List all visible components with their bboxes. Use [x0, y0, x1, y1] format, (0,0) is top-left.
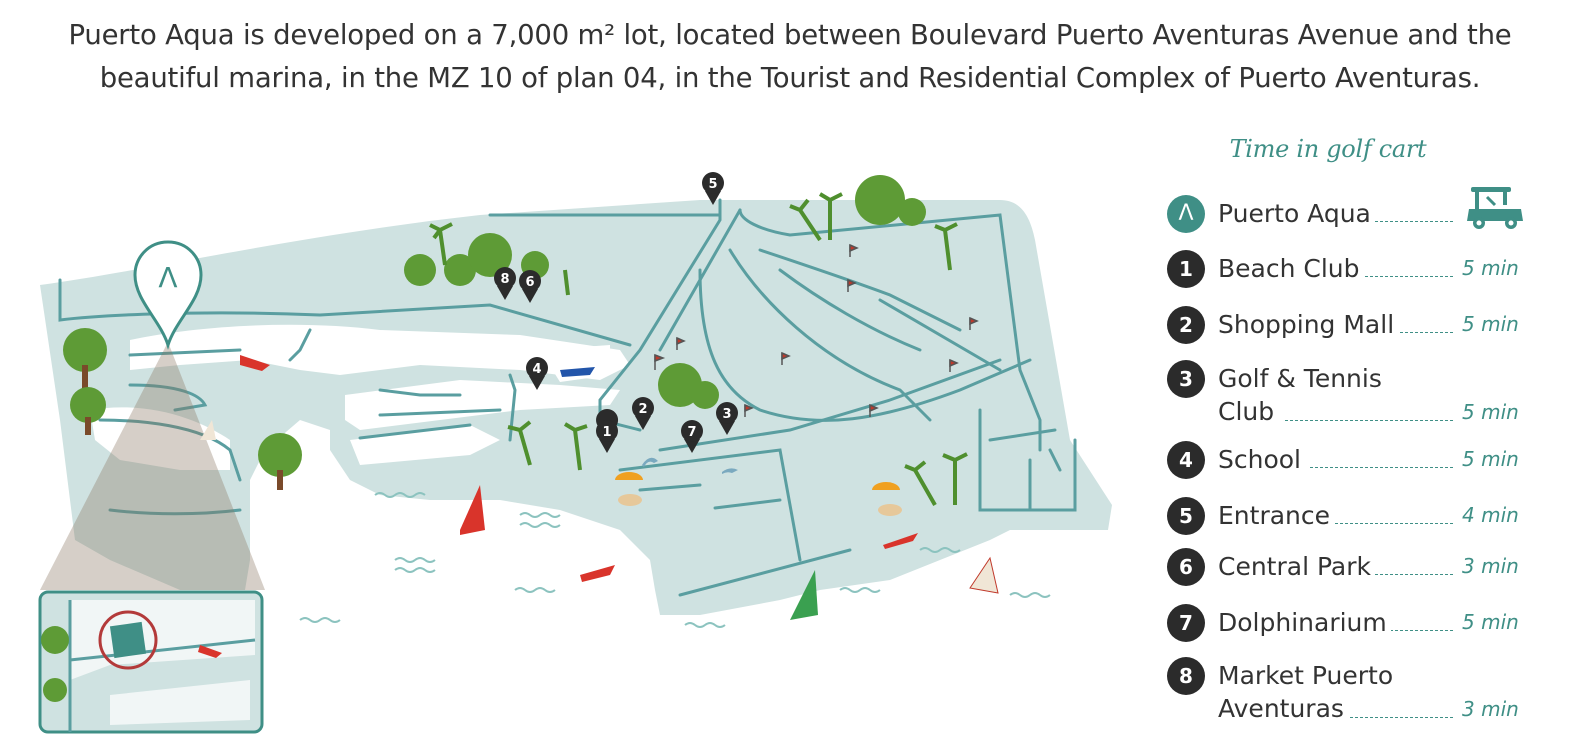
pin-label: 3	[722, 407, 731, 422]
location-cone	[40, 342, 265, 590]
tree-icon	[63, 175, 926, 490]
marina-channel	[540, 345, 610, 382]
legend-item-time: 3 min	[1462, 554, 1519, 578]
legend-item-label: Market Puerto	[1218, 659, 1398, 692]
boat-icon	[200, 355, 999, 620]
map-pin-1[interactable]: 1	[596, 409, 619, 453]
map-pin-4[interactable]: 4	[526, 357, 548, 390]
leader-dots	[1370, 574, 1453, 575]
legend-item-label-line2: Club	[1218, 395, 1279, 428]
marker-glyph: Λ	[158, 261, 177, 294]
dolphin-icon	[642, 457, 738, 474]
intro-text: Puerto Aqua is developed on a 7,000 m² l…	[40, 14, 1540, 100]
palm-tree-icon	[429, 192, 968, 506]
leader-dots	[1365, 221, 1453, 222]
leader-dots	[1325, 523, 1453, 524]
lot-square	[109, 621, 147, 659]
pin-label: 1	[602, 425, 611, 440]
intro-line-1: Puerto Aqua is developed on a 7,000 m² l…	[68, 19, 1512, 51]
pin-label: 2	[638, 402, 647, 417]
puerto-aqua-marker[interactable]: Λ	[133, 240, 203, 350]
number-badge: 7	[1167, 604, 1205, 642]
number-badge: 1	[1167, 250, 1205, 288]
marina-channel	[90, 407, 230, 470]
legend-item-label: Golf & Tennis	[1218, 362, 1386, 395]
number-badge: 3	[1167, 360, 1205, 398]
map-pin-5[interactable]: 5	[702, 172, 724, 205]
marina-channel	[345, 380, 620, 430]
map-pin-2[interactable]: 2	[632, 397, 654, 430]
golf-flag-icon	[654, 243, 979, 417]
intro-line-2: beautiful marina, in the MZ 10 of plan 0…	[99, 62, 1481, 94]
map-pins: 1 2 3 4 5 6 7 8	[494, 172, 738, 453]
legend-item-time: 5 min	[1462, 400, 1519, 424]
sea-waves	[299, 492, 1051, 628]
highlight-ring	[98, 610, 158, 670]
legend-item-label: School	[1218, 443, 1305, 476]
marina-channel	[130, 324, 630, 380]
number-badge: 2	[1167, 306, 1205, 344]
road-network	[58, 198, 1077, 597]
golf-cart-icon	[1467, 187, 1523, 229]
legend-item-time: 3 min	[1462, 697, 1519, 721]
map-pin-6[interactable]: 6	[519, 270, 541, 303]
inset-detail	[38, 590, 264, 734]
logo-icon: Λ	[1167, 195, 1205, 233]
pin-label: 8	[500, 272, 509, 287]
legend-item-label: Shopping Mall	[1218, 308, 1399, 341]
legend-item-time: 5 min	[1462, 256, 1519, 280]
leader-dots	[1310, 467, 1453, 468]
beach-umbrella-icon	[615, 472, 902, 516]
legend-panel: Time in golf cart Λ Puerto Aqua 1 Beach …	[1165, 135, 1535, 725]
map-pin-7[interactable]: 7	[681, 420, 703, 453]
pin-label: 5	[708, 177, 717, 192]
number-badge: 6	[1167, 548, 1205, 586]
marina-channel	[350, 425, 500, 465]
legend-item-label: Beach Club	[1218, 252, 1364, 285]
legend-item-time: 5 min	[1462, 312, 1519, 336]
legend-item-label: Entrance	[1218, 499, 1335, 532]
pin-label: 7	[687, 425, 696, 440]
leader-dots	[1355, 276, 1453, 277]
leader-dots	[1395, 332, 1453, 333]
legend-item-time: 5 min	[1462, 610, 1519, 634]
legend-item-label: Central Park	[1218, 550, 1376, 583]
legend-item-time: 5 min	[1462, 447, 1519, 471]
area-map: Λ	[38, 172, 1112, 734]
legend-item-label-line2: Aventuras	[1218, 692, 1348, 725]
number-badge: 8	[1167, 657, 1205, 695]
legend-item-label: Dolphinarium	[1218, 606, 1391, 639]
leader-dots	[1340, 717, 1453, 718]
legend-item-time: 4 min	[1462, 503, 1519, 527]
number-badge: 5	[1167, 497, 1205, 535]
map-pin-3[interactable]: 3	[716, 402, 738, 435]
pin-label: 4	[532, 362, 541, 377]
number-badge: 4	[1167, 441, 1205, 479]
land-area	[40, 200, 1112, 615]
leader-dots	[1380, 630, 1453, 631]
legend-title: Time in golf cart	[1229, 135, 1427, 163]
legend-item-label: Puerto Aqua	[1218, 197, 1375, 230]
pin-label: 6	[525, 275, 534, 290]
map-pin-8[interactable]: 8	[494, 267, 516, 300]
leader-dots	[1285, 420, 1453, 421]
